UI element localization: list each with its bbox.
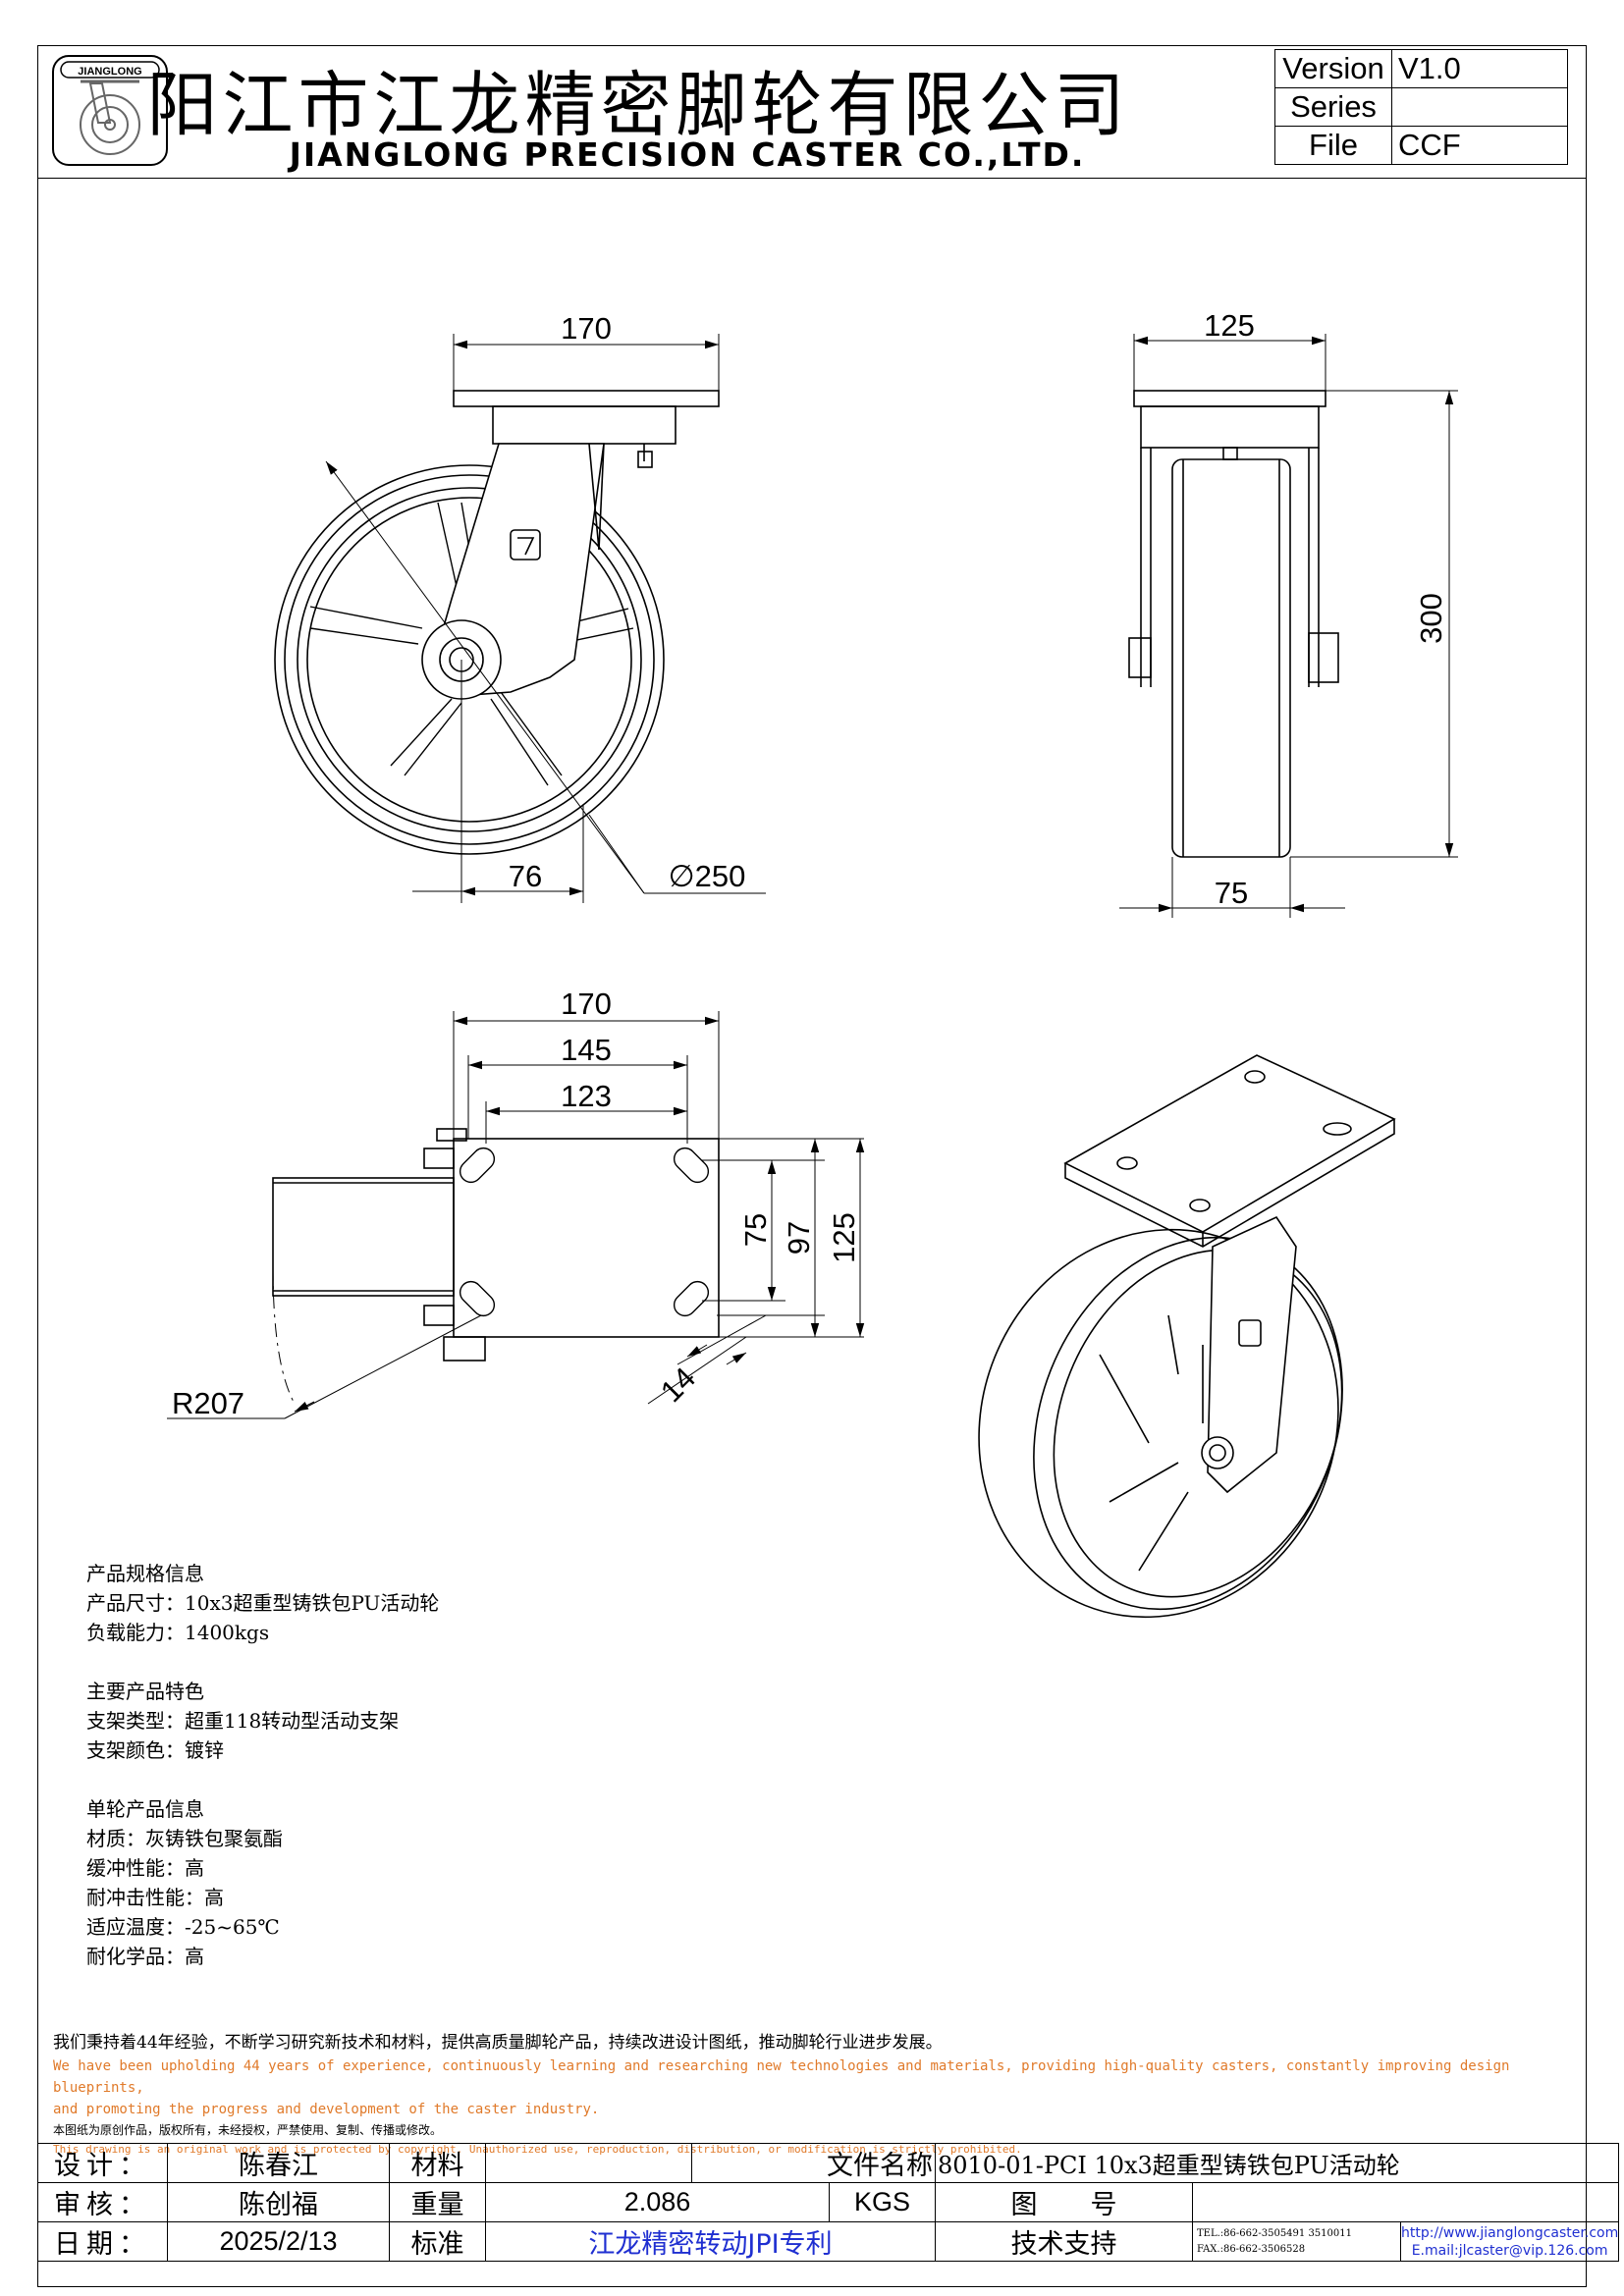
company-logo: JIANGLONG: [52, 55, 168, 166]
contact-web: http://www.jianglongcaster.com E.mail:jl…: [1399, 2221, 1620, 2262]
company-name-cn: 阳江市江龙精密脚轮有限公司: [146, 64, 1130, 146]
dim-hole-span-1: 145: [561, 1033, 612, 1067]
weight-value: 2.086: [485, 2182, 830, 2222]
spec-section-title: 单轮产品信息: [86, 1797, 204, 1821]
series-label: Series: [1274, 87, 1392, 127]
spec-section-title: 主要产品特色: [86, 1680, 204, 1703]
note-commitment-cn: 我们秉持着44年经验，不断学习研究新技术和材料，提供高质量脚轮产品，持续改进设计…: [53, 2033, 943, 2053]
email-link[interactable]: E.mail:jlcaster@vip.126.com: [1411, 2242, 1608, 2259]
dim-side-width: 125: [1204, 308, 1255, 343]
drawing-number-value: [1191, 2182, 1620, 2222]
date-label: 日期：: [37, 2221, 168, 2262]
series-value: [1391, 87, 1568, 127]
header-separator: [37, 178, 1587, 179]
dim-side-height: 300: [1414, 593, 1448, 644]
dim-front-width: 170: [561, 311, 612, 346]
spec-load: 负载能力：1400kgs: [86, 1621, 270, 1644]
dim-top-plate-width: 170: [561, 987, 612, 1021]
design-label: 设计：: [37, 2143, 168, 2183]
material-value: [485, 2143, 692, 2183]
front-view: [274, 334, 766, 903]
dim-swivel-radius: R207: [172, 1386, 244, 1420]
drawing-number-label: 图 号: [935, 2182, 1193, 2222]
notes-block: 我们秉持着44年经验，不断学习研究新技术和材料，提供高质量脚轮产品，持续改进设计…: [53, 2030, 1585, 2160]
dim-plate-depth: 125: [827, 1212, 861, 1263]
spec-section-title: 产品规格信息: [86, 1562, 204, 1585]
dim-front-offset: 76: [509, 859, 542, 893]
dim-slot-width: 14: [654, 1361, 702, 1409]
version-label: Version: [1274, 49, 1392, 88]
designer-name: 陈春江: [167, 2143, 390, 2183]
reviewer-name: 陈创福: [167, 2182, 390, 2222]
weight-unit: KGS: [829, 2182, 936, 2222]
version-value: V1.0: [1391, 49, 1568, 88]
dim-wheel-width: 75: [1215, 876, 1248, 910]
top-view: [167, 1011, 865, 1419]
isometric-view: [978, 1054, 1396, 1619]
standard-value: 江龙精密转动JPI专利: [485, 2221, 936, 2262]
spec-block: 产品规格信息 产品尺寸：10x3超重型铸铁包PU活动轮 负载能力：1400kgs…: [86, 1559, 439, 1971]
fax: FAX.:86-662-3506528: [1197, 2243, 1306, 2255]
spec-impact: 耐冲击性能：高: [86, 1886, 224, 1909]
spec-bracket-color: 支架颜色：镀锌: [86, 1738, 224, 1762]
support-label: 技术支持: [935, 2221, 1193, 2262]
file-label: File: [1274, 126, 1392, 165]
dim-hole-span-2: 123: [561, 1079, 612, 1113]
dim-wheel-diameter: ∅250: [669, 859, 746, 893]
website-link[interactable]: http://www.jianglongcaster.com: [1401, 2224, 1619, 2241]
spec-temperature: 适应温度：-25~65℃: [86, 1915, 280, 1939]
weight-label: 重量: [389, 2182, 486, 2222]
file-name-value: 8010-01-PCI 10x3超重型铸铁包PU活动轮: [934, 2143, 1620, 2183]
spec-cushion: 缓冲性能：高: [86, 1856, 204, 1880]
spec-chemical: 耐化学品：高: [86, 1945, 204, 1968]
note-commitment-en-1: We have been upholding 44 years of exper…: [53, 2058, 1510, 2096]
title-block: 设计： 陈春江 材料 文件名称 8010-01-PCI 10x3超重型铸铁包PU…: [37, 2143, 1620, 2262]
spec-bracket-type: 支架类型：超重118转动型活动支架: [86, 1709, 400, 1733]
spec-material: 材质：灰铸铁包聚氨酯: [86, 1827, 283, 1850]
tel: TEL.:86-662-3505491 3510011: [1197, 2227, 1352, 2239]
note-commitment-en-2: and promoting the progress and developme…: [53, 2102, 600, 2117]
date-value: 2025/2/13: [167, 2221, 390, 2262]
dim-hole-v-2: 97: [782, 1221, 816, 1255]
dim-hole-v-1: 75: [738, 1213, 773, 1247]
logo-text: JIANGLONG: [78, 66, 141, 78]
drawing-frame: [37, 45, 1587, 2287]
contact-phone: TEL.:86-662-3505491 3510011 FAX.:86-662-…: [1192, 2221, 1401, 2262]
side-view: [1119, 334, 1458, 918]
file-value: CCF: [1391, 126, 1568, 165]
standard-label: 标准: [389, 2221, 486, 2262]
review-label: 审核：: [37, 2182, 168, 2222]
company-name-en: JIANGLONG PRECISION CASTER CO.,LTD.: [289, 135, 1086, 174]
spec-size: 产品尺寸：10x3超重型铸铁包PU活动轮: [86, 1591, 440, 1615]
note-copyright-cn: 本图纸为原创作品，版权所有，未经授权，严禁使用、复制、传播或修改。: [53, 2123, 443, 2137]
material-label: 材料: [389, 2143, 486, 2183]
file-name-label: 文件名称: [691, 2143, 936, 2183]
